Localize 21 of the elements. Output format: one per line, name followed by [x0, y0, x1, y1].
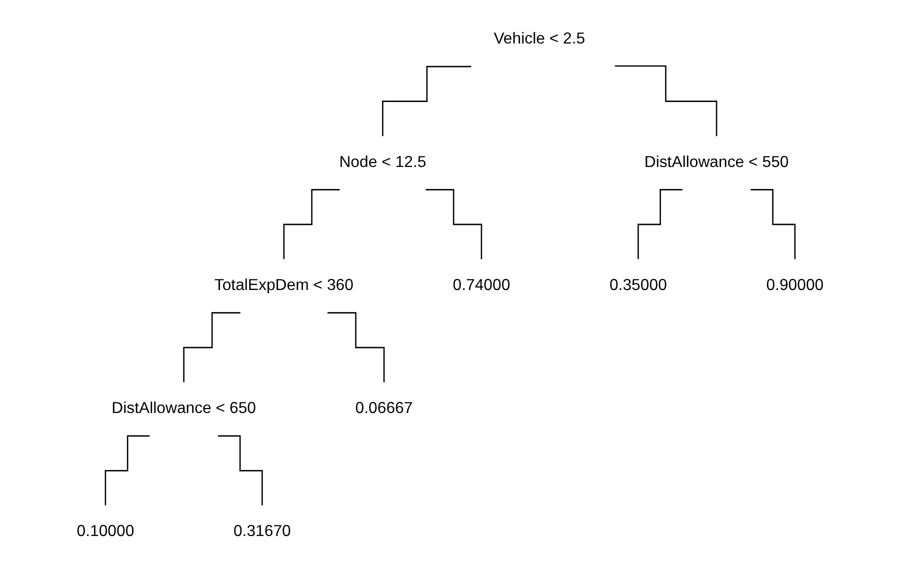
connector	[382, 66, 471, 137]
node-text: DistAllowance < 650	[111, 400, 256, 418]
node-text: 0.35000	[609, 277, 667, 294]
node-text: Node < 12.5	[339, 154, 426, 171]
node-text: 0.06667	[355, 400, 413, 418]
connector	[182, 312, 240, 383]
connector	[104, 435, 150, 506]
connector	[283, 189, 340, 260]
node-text: 0.10000	[76, 523, 134, 540]
node-text: Vehicle < 2.5	[494, 30, 585, 48]
node-text: 0.90000	[766, 277, 824, 294]
connector	[750, 189, 796, 260]
connector	[614, 65, 718, 137]
connector	[327, 312, 384, 383]
node-text: TotalExpDem < 360	[214, 277, 354, 294]
connector	[218, 435, 263, 506]
node-text: DistAllowance < 550	[644, 154, 789, 171]
connector	[637, 189, 682, 260]
node-text: 0.74000	[452, 277, 510, 294]
node-text: 0.31670	[233, 523, 291, 540]
connector	[426, 189, 482, 260]
